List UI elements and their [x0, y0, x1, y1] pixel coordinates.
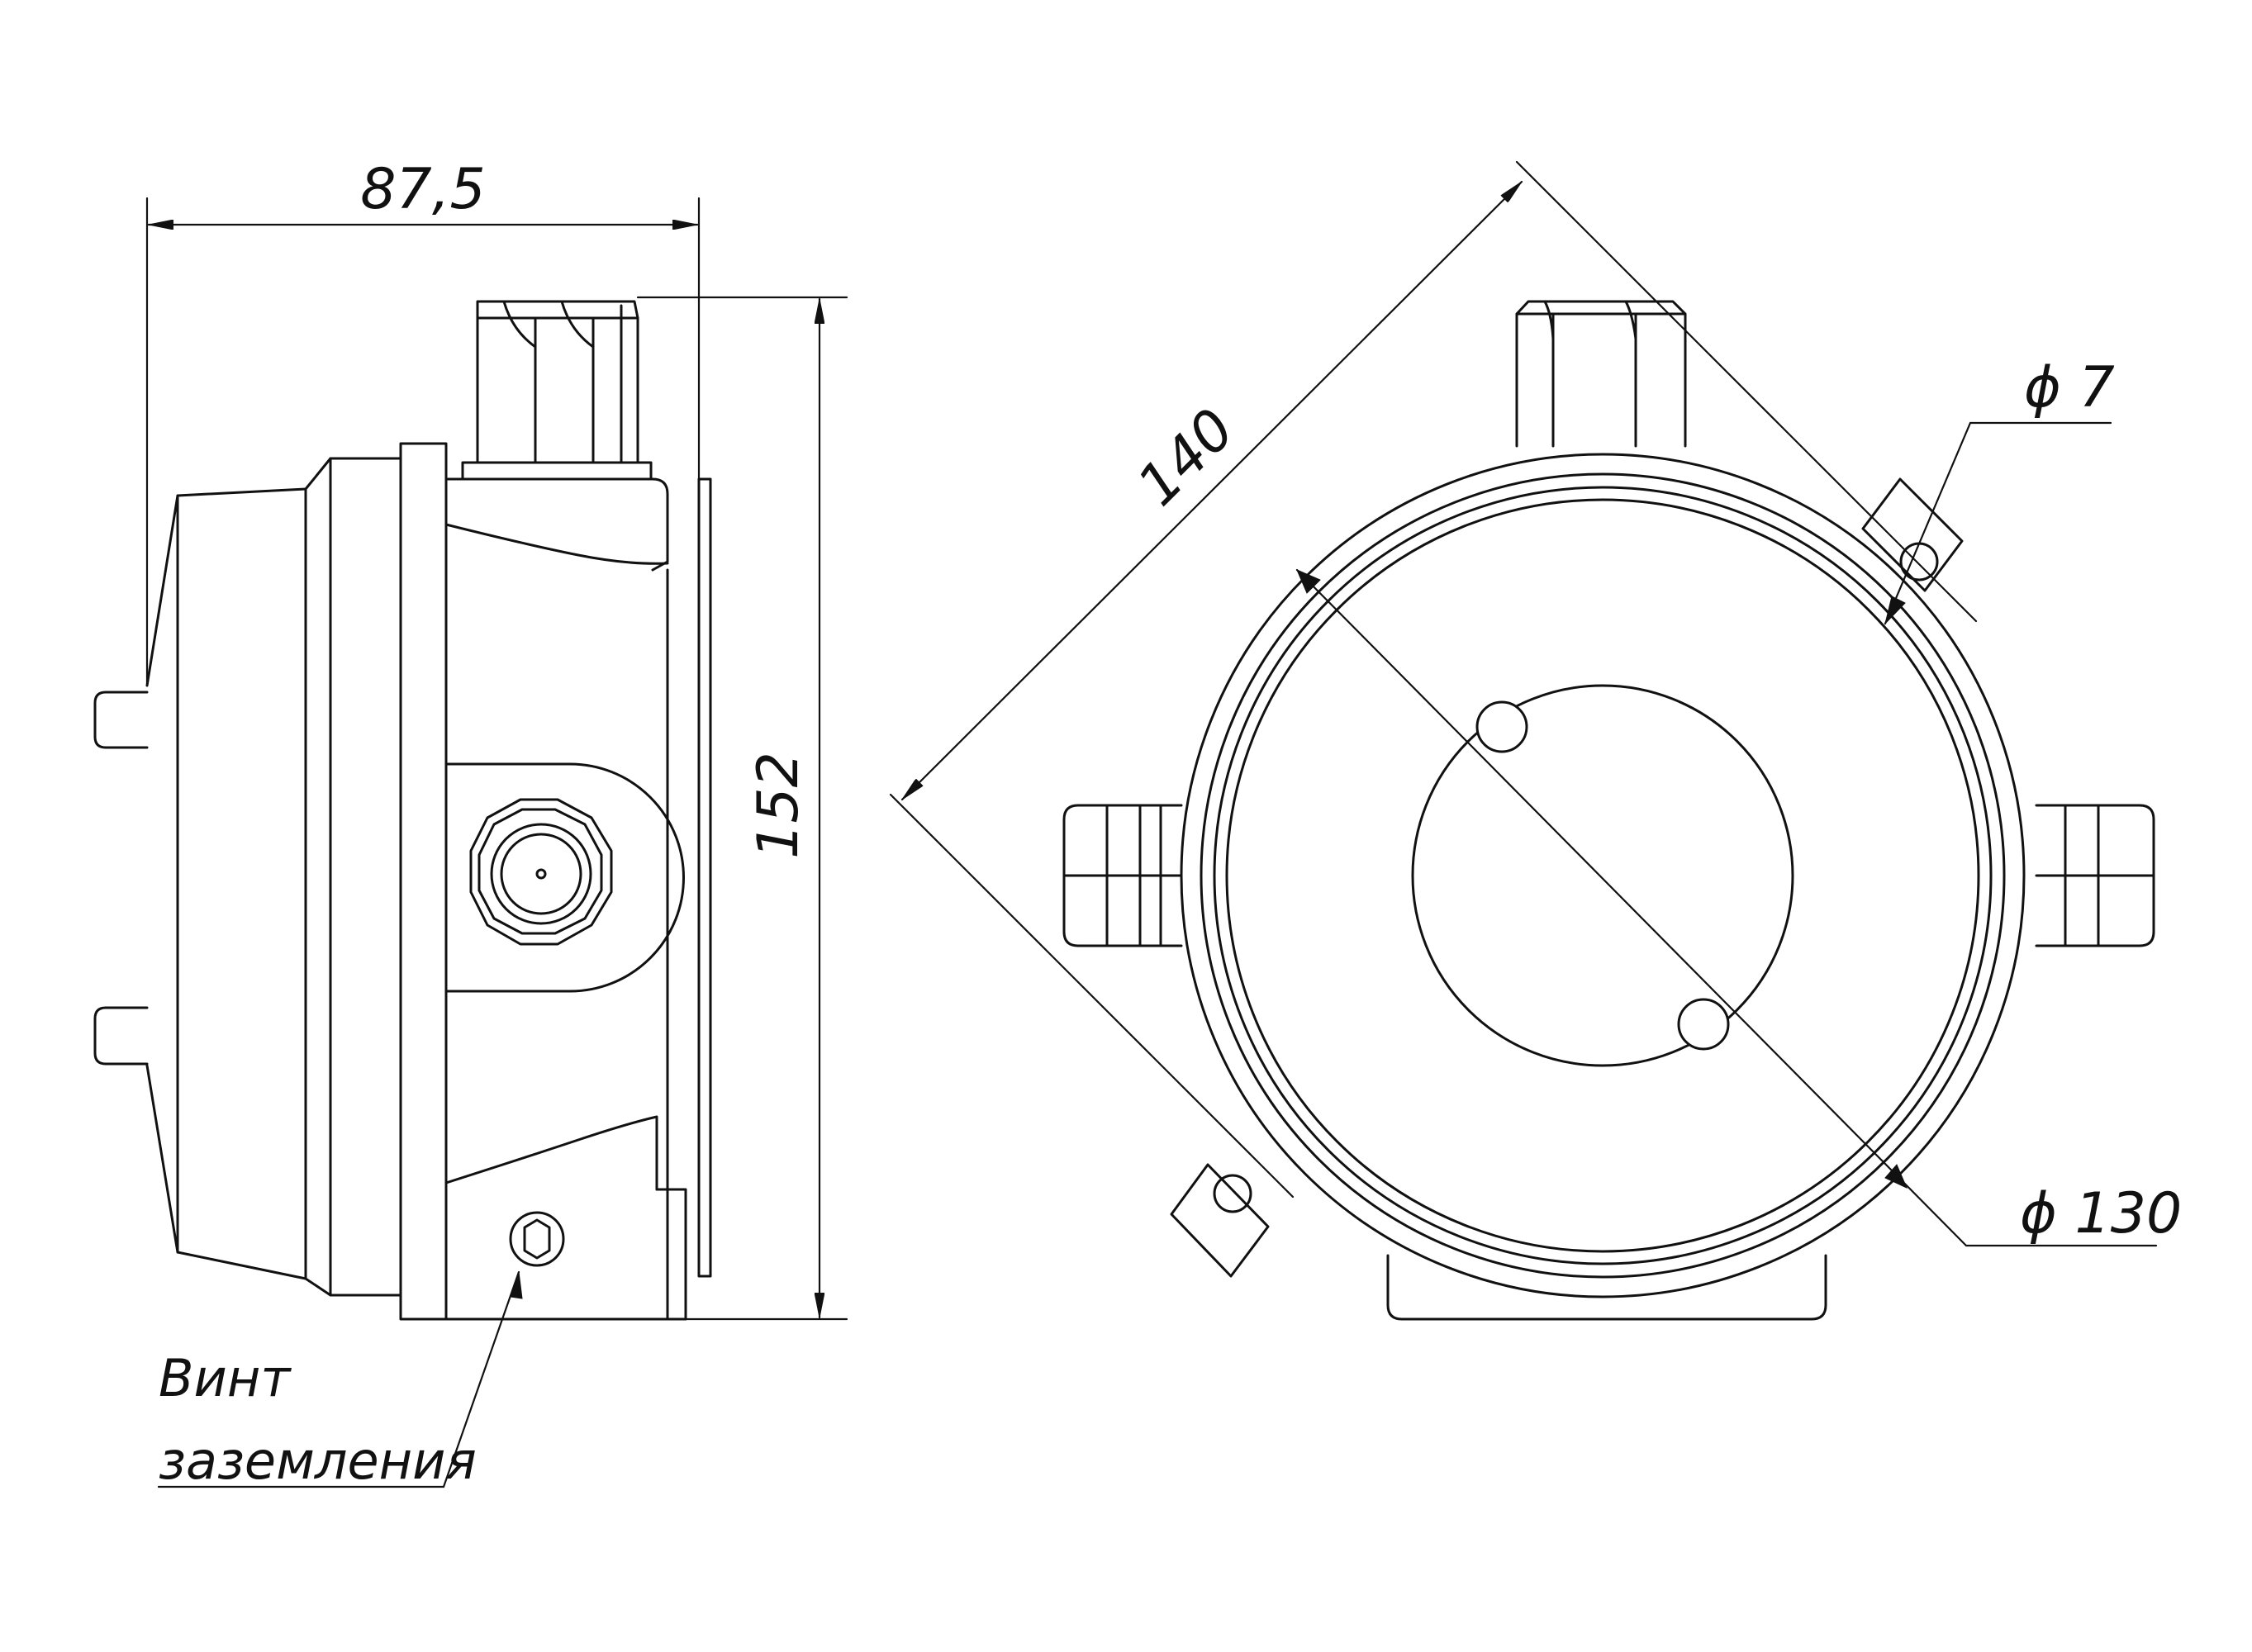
cavity-wall [1225, 498, 1980, 1253]
leader-arrowhead [510, 1271, 523, 1299]
hole-diameter-leader [1884, 421, 2112, 625]
body-diameter-arrow-end [1884, 1164, 1908, 1189]
grounding-note-line1: Винт [159, 1348, 292, 1408]
lid-tabs [93, 691, 149, 1066]
width-dimension-label: 87,5 [360, 157, 485, 222]
body [444, 477, 712, 1321]
top-gland [461, 300, 653, 481]
extension-line-140-upper [1515, 160, 1978, 623]
lid [145, 457, 402, 1297]
top-view-right-gland [2035, 804, 2155, 947]
grounding-screw [509, 1211, 565, 1267]
bottom-bracket [1386, 1254, 1827, 1321]
terminal-screw-upper [1475, 700, 1528, 753]
terminal-screw-lower [1677, 998, 1730, 1051]
mounting-hole-bottom-left [1213, 1174, 1252, 1213]
height-dimension-label: 152 [746, 752, 811, 859]
diagonal-dimension-line [900, 180, 1523, 801]
grounding-note-line2: заземления [159, 1431, 477, 1491]
body-diameter-arrow-start [1296, 569, 1321, 594]
hole-diameter-arrow [1884, 596, 1906, 625]
body-diameter-line [1295, 568, 1968, 1247]
top-view: 140 [889, 160, 2182, 1321]
terminal-block [1411, 684, 1794, 1067]
hole-diameter-label: ϕ 7 [2024, 355, 2115, 420]
extension-line-140-lower [889, 793, 1295, 1199]
body-diameter-label: ϕ 130 [2020, 1181, 2182, 1246]
top-view-left-gland [1062, 804, 1183, 947]
side-gland [444, 762, 685, 993]
mounting-ear-top-right [1861, 477, 1964, 592]
body-outline [1200, 472, 2006, 1279]
outer-rim [1180, 453, 2026, 1298]
inner-rim [1213, 486, 1993, 1265]
grounding-screw-leader [157, 1270, 520, 1488]
flange [399, 442, 448, 1321]
diagonal-dimension-label: 140 [1125, 396, 1247, 519]
side-view: 87,5 152 [93, 157, 848, 1491]
top-view-top-gland [1515, 300, 1687, 448]
mounting-ear-bottom-left [1170, 1163, 1270, 1278]
